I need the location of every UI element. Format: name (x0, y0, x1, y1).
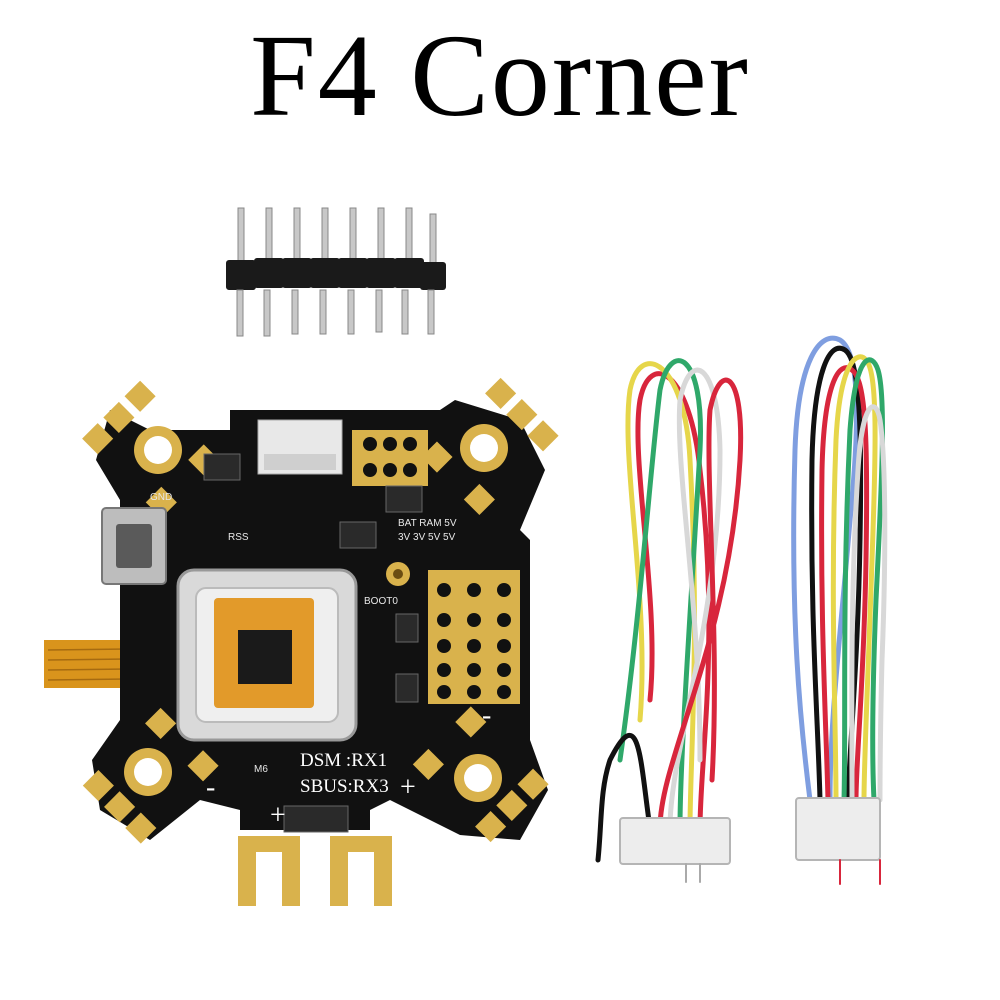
flight-controller-board: DSM :RX1 SBUS:RX3 BOOT0 GND RSS BAT RAM … (44, 377, 559, 906)
minus-right: - (482, 700, 491, 731)
label-bat: BAT RAM 5V (398, 518, 457, 529)
label-sbus: SBUS:RX3 (300, 776, 389, 797)
smd-components (203, 453, 423, 833)
label-dsm: DSM :RX1 (300, 750, 387, 771)
plus-left: + (270, 800, 286, 831)
pin-header (226, 207, 446, 337)
gyro-cover (176, 568, 358, 742)
label-boot: BOOT0 (364, 596, 398, 607)
connector-left (619, 817, 731, 865)
label-gnd: GND (150, 492, 172, 503)
plus-right: + (400, 772, 416, 803)
right-pad-grid (428, 570, 520, 704)
product-title: F4 Corner (250, 10, 750, 141)
cable-harness-right (791, 335, 888, 885)
header-plastic (226, 258, 446, 290)
minus-left: - (206, 772, 215, 803)
label-m6: M6 (254, 764, 268, 775)
header-pins-bottom (236, 289, 435, 337)
top-pads (352, 430, 428, 486)
power-tabs (238, 836, 392, 906)
connector-right (795, 797, 881, 861)
label-rssi: RSS (228, 532, 249, 543)
cable-harness-left (595, 358, 744, 883)
label-volt: 3V 3V 5V 5V (398, 532, 456, 543)
mounting-holes (124, 424, 508, 802)
